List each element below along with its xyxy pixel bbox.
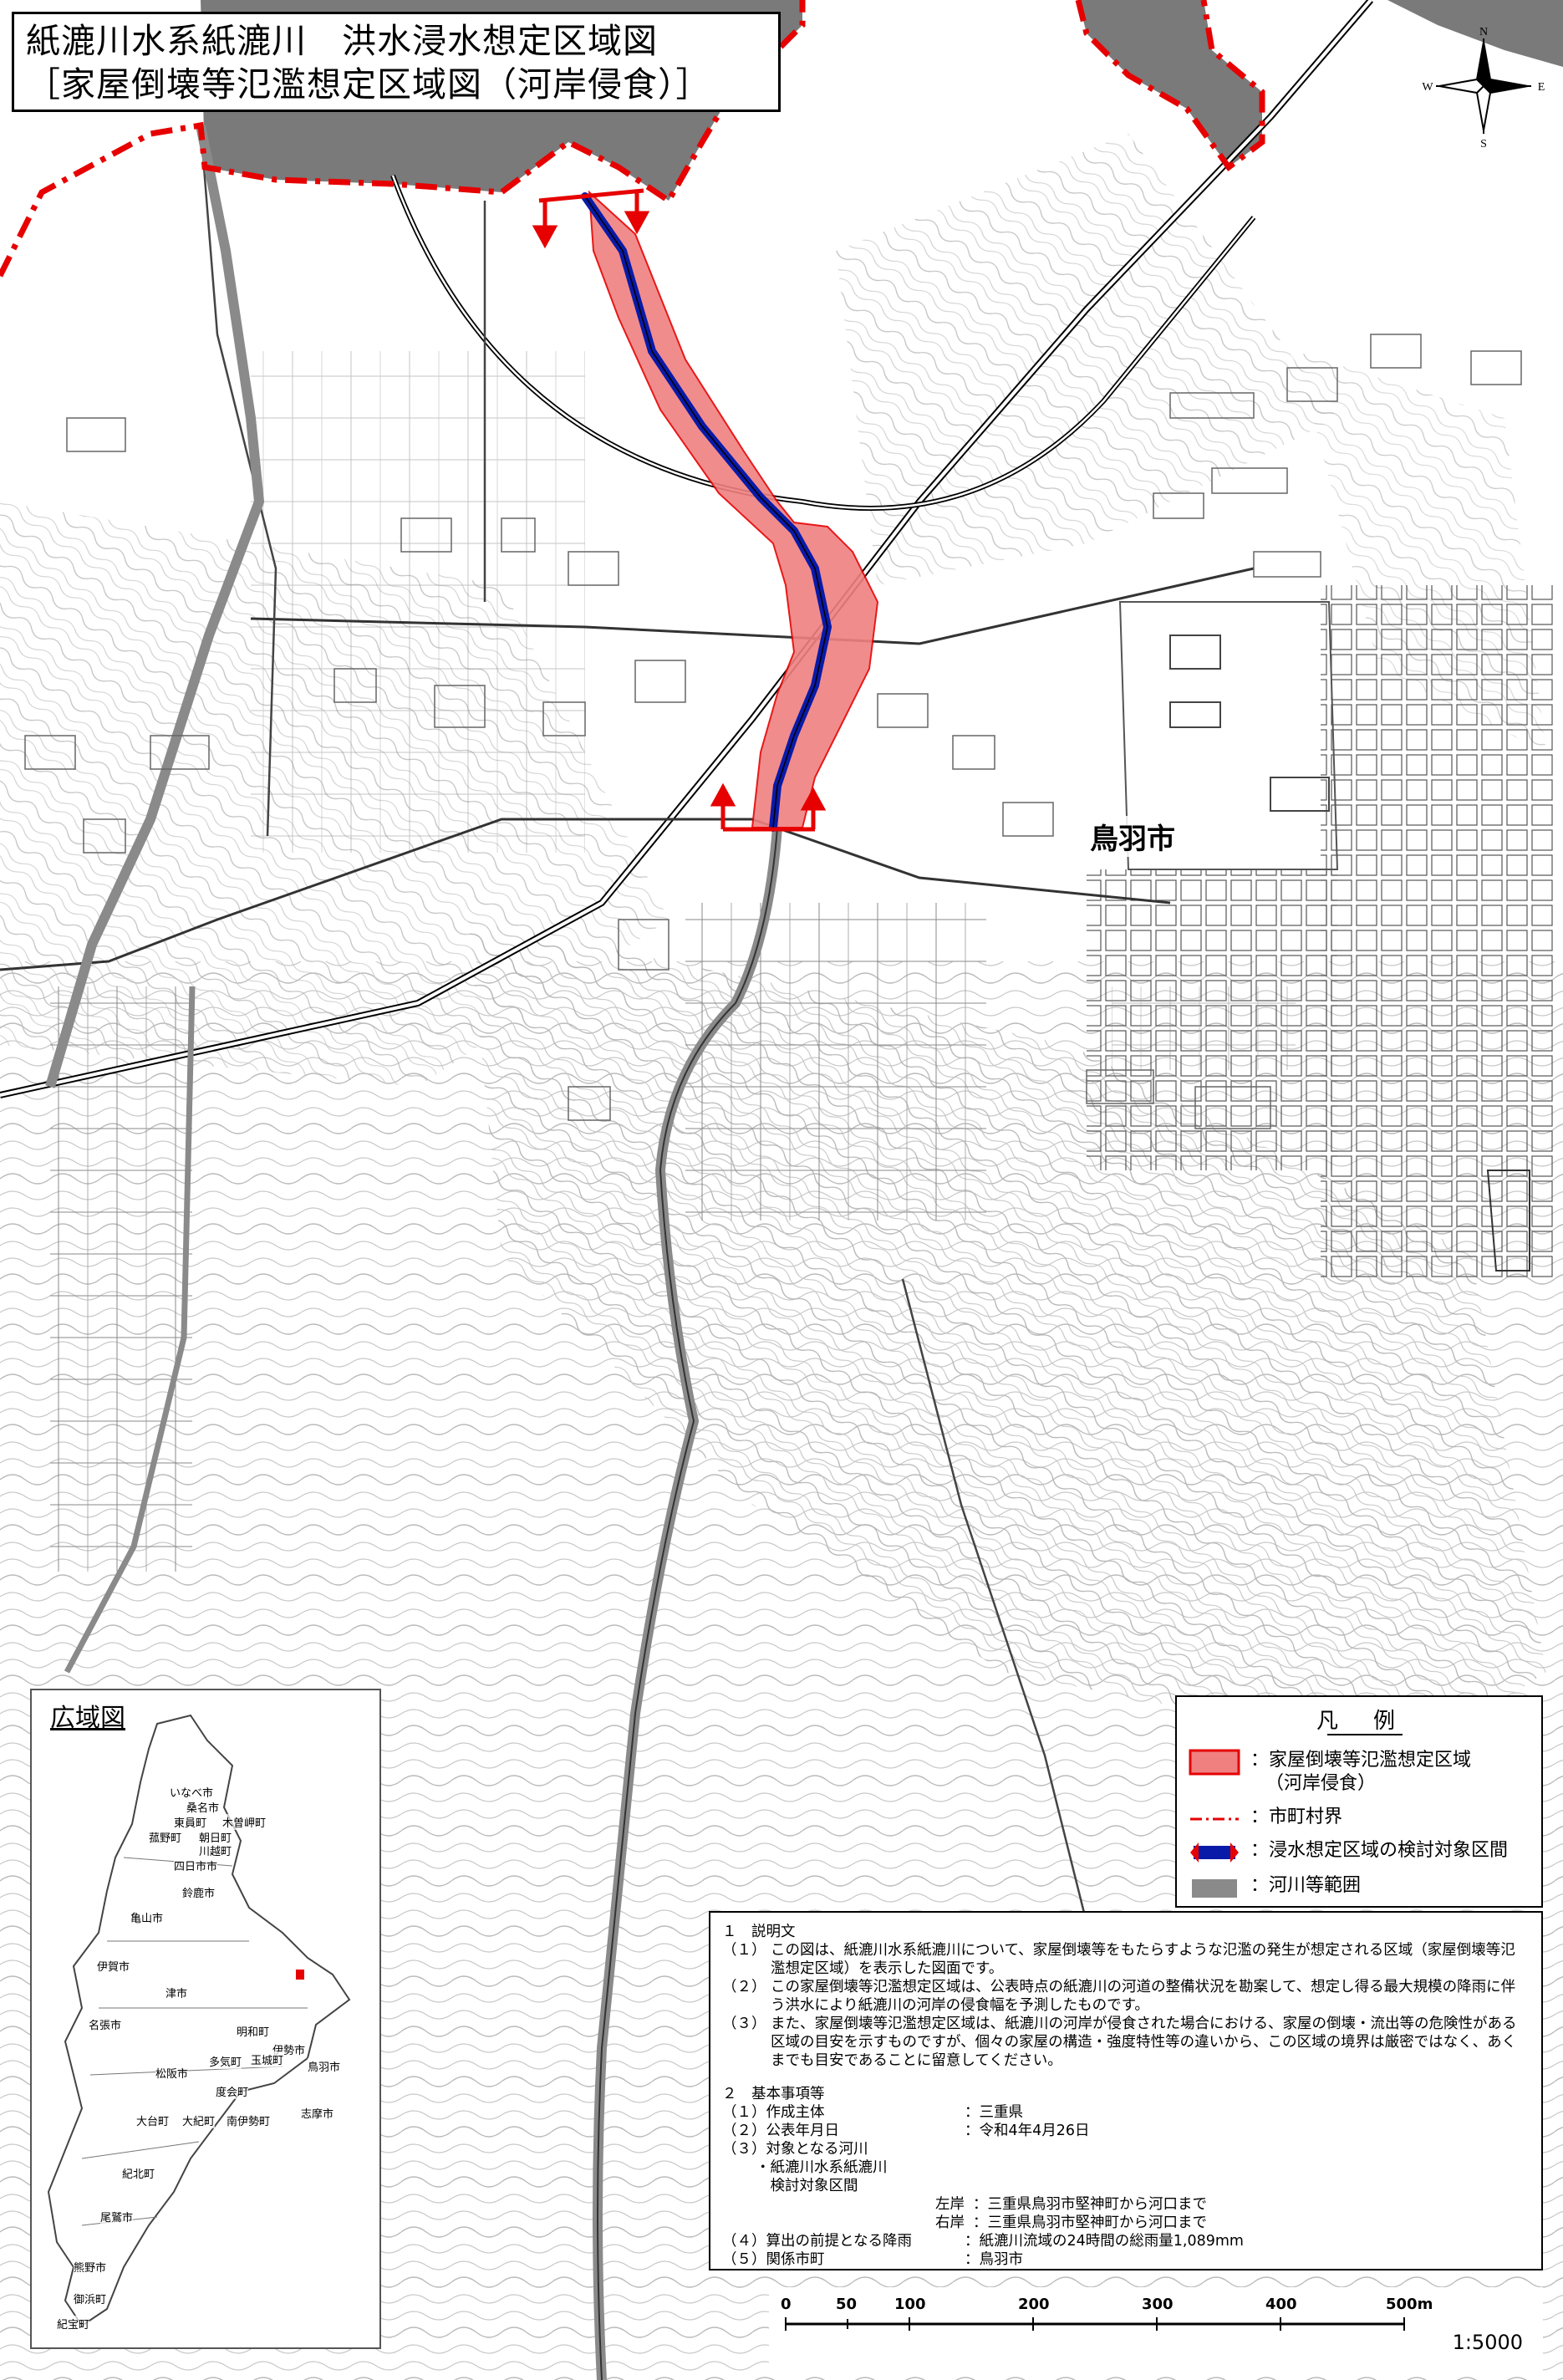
mun-label: 多気町 xyxy=(209,2053,242,2069)
legend-river-area-label: ：河川等範囲 xyxy=(1250,1875,1362,1896)
explanatory-notes: １ 説明文 （１）この図は、紙漉川水系紙漉川について、家屋倒壊等をもたらすような… xyxy=(709,1911,1543,2270)
mun-label: 鈴鹿市 xyxy=(182,1884,216,1900)
north-arrow-icon: N S E W xyxy=(1421,23,1546,150)
compass-e: E xyxy=(1538,81,1545,94)
mun-label: 紀宝町 xyxy=(57,2316,90,2332)
mun-label: 明和町 xyxy=(237,2023,270,2039)
notes-heading-1: １ 説明文 xyxy=(722,1924,796,1940)
notes-paragraph-2: この家屋倒壊等氾濫想定区域は、公表時点の紙漉川の河道の整備状況を勘案して、想定し… xyxy=(771,1979,1516,2014)
mun-label: 熊野市 xyxy=(74,2259,107,2275)
mun-label: 玉城町 xyxy=(251,2051,284,2067)
mun-label: 度会町 xyxy=(216,2083,249,2099)
legend-study-section-label: ：浸水想定区域の検討対象区間 xyxy=(1250,1840,1509,1861)
mun-label: 木曽岬町 xyxy=(222,1814,267,1830)
scale-tick: 400 xyxy=(1265,2296,1297,2313)
map-title-line1: 紙漉川水系紙漉川 洪水浸水想定区域図 xyxy=(26,21,658,61)
mun-label: 菰野町 xyxy=(149,1829,182,1845)
mun-label: 南伊勢町 xyxy=(227,2112,271,2128)
mun-label: 桑名市 xyxy=(186,1799,220,1815)
mun-label: 伊賀市 xyxy=(97,1958,130,1974)
mun-label: 松阪市 xyxy=(155,2065,189,2081)
mun-label: 東員町 xyxy=(174,1814,207,1830)
map-title: 紙漉川水系紙漉川 洪水浸水想定区域図 ［家屋倒壊等氾濫想定区域図（河岸侵食）］ xyxy=(12,12,781,112)
river-area-swatch-icon xyxy=(1189,1874,1240,1901)
notes-paragraph-3: また、家屋倒壊等氾濫想定区域は、紙漉川の河岸が侵食された場合における、家屋の倒壊… xyxy=(771,2016,1517,2069)
mun-label: 名張市 xyxy=(89,2016,122,2032)
notes-paragraph-1: この図は、紙漉川水系紙漉川について、家屋倒壊等をもたらすような氾濫の発生が想定さ… xyxy=(771,1942,1515,1977)
map-title-line2: ［家屋倒壊等氾濫想定区域図（河岸侵食）］ xyxy=(26,64,711,104)
legend-item-boundary: ：市町村界 xyxy=(1185,1802,1536,1836)
compass-s: S xyxy=(1480,138,1487,149)
scale-tick: 200 xyxy=(1018,2296,1050,2313)
legend-flood-zone-sub: （河岸侵食） xyxy=(1265,1773,1377,1794)
city-label-toba: 鳥羽市 xyxy=(1087,816,1179,857)
mun-label: いなべ市 xyxy=(170,1784,214,1800)
notes-right-bank: ：三重県鳥羽市堅神町から河口まで xyxy=(973,2214,1207,2231)
notes-heading-2: ２ 基本事項等 xyxy=(722,2086,825,2102)
mun-label: 紀北町 xyxy=(122,2165,155,2181)
mun-label: 御浜町 xyxy=(74,2291,107,2306)
compass-w: W xyxy=(1422,81,1433,94)
notes-publish-date: ：令和4年4月26日 xyxy=(965,2123,1090,2139)
legend-boundary-label: ：市町村界 xyxy=(1250,1807,1343,1827)
notes-left-bank: ：三重県鳥羽市堅神町から河口まで xyxy=(973,2196,1207,2213)
flood-zone-swatch-icon xyxy=(1189,1749,1240,1776)
inset-title: 広域図 xyxy=(50,1704,125,1733)
overview-inset-map: 広域図 いなべ市 桑名市 東員町 木曽岬町 菰野町 朝日町 川越町 四日市市 鈴… xyxy=(30,1689,381,2349)
mun-label: 尾鷲市 xyxy=(100,2209,134,2225)
scale-ratio: 1:5000 xyxy=(1452,2331,1523,2354)
legend-flood-zone-label: ：家屋倒壊等氾濫想定区域 xyxy=(1250,1750,1472,1771)
scale-tick: 500m xyxy=(1386,2296,1433,2313)
notes-rainfall: ：紙漉川流域の24時間の総雨量1,089mm xyxy=(965,2233,1244,2250)
mun-label: 大台町 xyxy=(136,2112,170,2128)
legend-item-flood-zone: ：家屋倒壊等氾濫想定区域 （河岸侵食） xyxy=(1185,1746,1536,1794)
study-section-icon xyxy=(1189,1839,1240,1866)
mun-label: 大紀町 xyxy=(182,2112,216,2128)
scale-tick: 300 xyxy=(1142,2296,1174,2313)
legend-item-river-area: ：河川等範囲 xyxy=(1185,1871,1536,1904)
notes-municipality: ：鳥羽市 xyxy=(965,2251,1023,2268)
mun-label: 川越町 xyxy=(199,1842,232,1858)
legend-title: 凡 例 xyxy=(1316,1709,1402,1734)
scale-tick: 0 xyxy=(781,2296,792,2313)
scale-tick: 100 xyxy=(894,2296,926,2313)
compass-n: N xyxy=(1479,26,1488,38)
mun-label: 亀山市 xyxy=(130,1909,164,1925)
mun-label: 津市 xyxy=(165,1985,188,2000)
notes-author: ：三重県 xyxy=(965,2104,1023,2121)
boundary-line-icon xyxy=(1189,1806,1240,1832)
mun-label: 志摩市 xyxy=(301,2105,334,2121)
scale-bar: 0 50 100 200 300 400 500m 1:5000 xyxy=(769,2287,1543,2371)
legend-item-study-section: ：浸水想定区域の検討対象区間 xyxy=(1185,1836,1536,1869)
mun-label: 朝日町 xyxy=(199,1829,232,1845)
map-legend: 凡 例 ：家屋倒壊等氾濫想定区域 （河岸侵食） ：市町村界 ：浸水想定区域の検討… xyxy=(1175,1695,1543,1908)
mun-label: 鳥羽市 xyxy=(308,2058,341,2074)
scale-tick: 50 xyxy=(836,2296,858,2313)
mun-label: 四日市市 xyxy=(174,1858,218,1873)
